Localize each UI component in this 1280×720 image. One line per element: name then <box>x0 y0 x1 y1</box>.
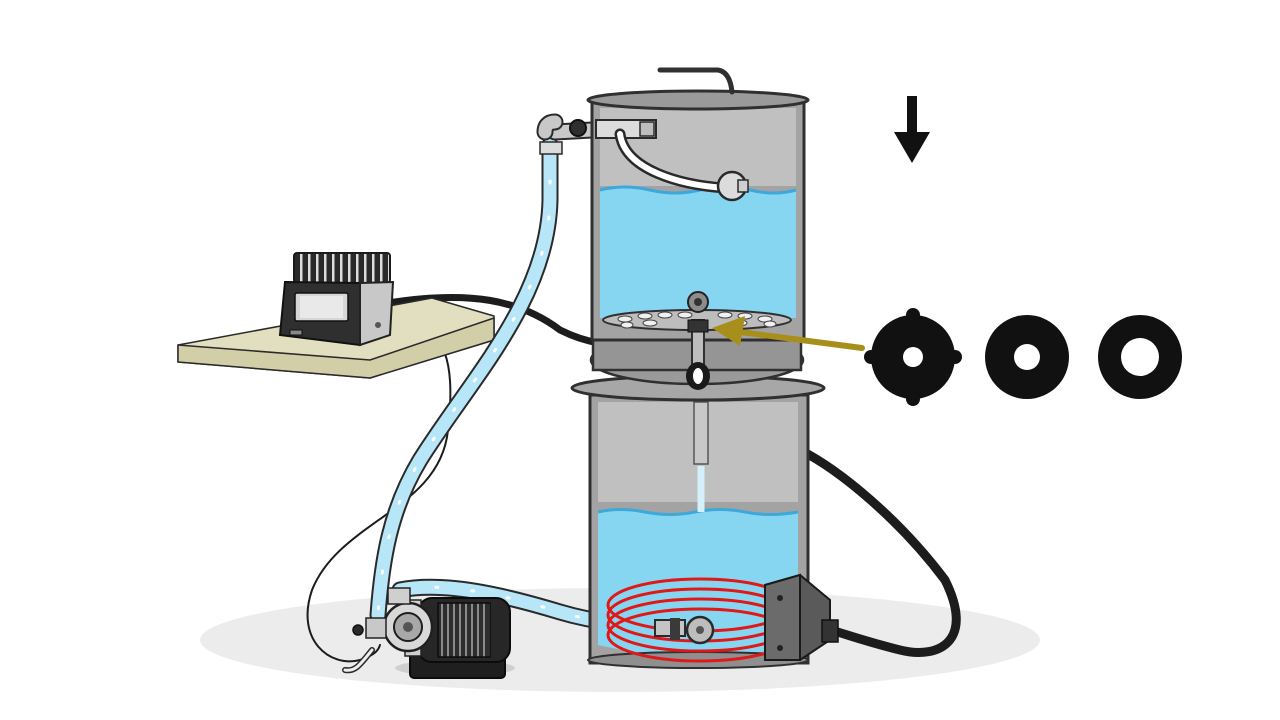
lower-vessel-fitting <box>654 615 715 645</box>
gasket-2 <box>983 315 1071 399</box>
pump-valve <box>365 617 387 639</box>
upper-vessel-water <box>600 187 796 318</box>
controller-heatsink <box>293 252 391 284</box>
pump <box>342 587 515 679</box>
lower-vessel-water <box>598 509 798 657</box>
gasket-group <box>864 308 1184 406</box>
controller-side-panel <box>359 280 395 347</box>
sparge-arm <box>595 119 749 202</box>
pointer-arrow-icon <box>712 316 865 351</box>
pump-motor-vents <box>437 602 491 658</box>
gasket-1 <box>864 308 962 406</box>
heater-plug <box>764 573 839 661</box>
vessel-handle <box>657 67 735 95</box>
down-arrow-icon <box>894 96 930 163</box>
gasket-3 <box>1096 315 1184 399</box>
drain-tube <box>693 401 709 465</box>
controller-unit <box>278 252 395 347</box>
upper-vessel-rim <box>586 89 810 111</box>
controller-knob <box>375 322 381 328</box>
upper-vessel <box>569 67 810 390</box>
hose-clamp <box>569 119 587 137</box>
